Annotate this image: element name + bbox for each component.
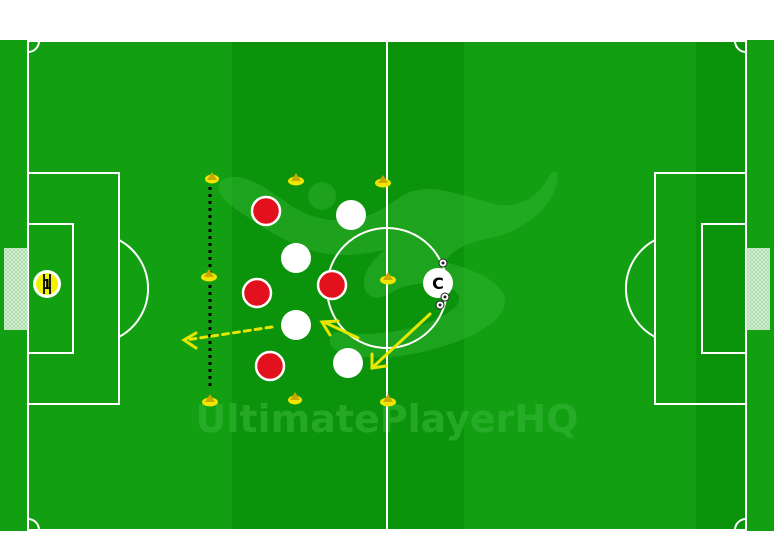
white-player <box>281 310 311 340</box>
cone-icon <box>380 272 396 285</box>
cone-icon <box>288 392 302 405</box>
coach-pass-arrowhead <box>370 352 388 370</box>
cones <box>201 172 396 407</box>
cone-icon <box>288 173 304 186</box>
cone-icon <box>375 175 391 188</box>
corner-arc <box>734 40 747 53</box>
coach-label: C <box>432 274 444 293</box>
pitch-stripe <box>696 40 746 531</box>
coach: C <box>423 258 453 310</box>
pass-arrowhead <box>319 319 340 337</box>
white-team <box>281 200 366 378</box>
white-player <box>333 348 363 378</box>
cone-icon <box>202 394 218 407</box>
left-penalty-arc <box>118 239 150 338</box>
goalkeeper: 1 <box>33 270 61 298</box>
corner-arc <box>27 40 40 53</box>
corner-arc <box>27 518 40 531</box>
red-player <box>241 277 273 309</box>
soccer-ball-icon <box>435 300 445 310</box>
dashed-run-arrow <box>184 325 274 342</box>
corner-arc <box>734 518 747 531</box>
cone-icon <box>205 172 219 184</box>
movement-arrows <box>181 312 432 370</box>
right-penalty-arc <box>624 239 656 338</box>
white-player <box>281 243 311 273</box>
right-goal <box>746 248 770 330</box>
soccer-ball-icon <box>440 292 450 302</box>
red-player <box>254 350 286 382</box>
red-player <box>316 269 348 301</box>
coach-pass-arrow <box>370 312 432 370</box>
red-player <box>250 195 282 227</box>
red-team <box>241 195 348 382</box>
dashed-run-arrowhead <box>181 331 198 350</box>
cone-icon <box>201 269 217 282</box>
white-player <box>336 200 366 230</box>
pass-arrow <box>322 320 360 340</box>
goalkeeper-number: 1 <box>42 278 51 293</box>
left-goal <box>4 248 28 330</box>
cone-icon <box>380 394 396 407</box>
soccer-ball-icon <box>438 258 448 268</box>
